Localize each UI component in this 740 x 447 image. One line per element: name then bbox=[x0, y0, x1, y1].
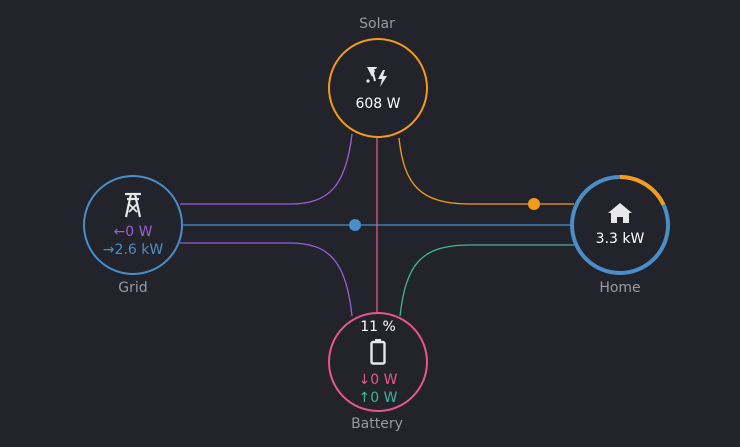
flow-line-grid-battery bbox=[180, 242, 353, 317]
home-power-value: 3.3 kW bbox=[595, 231, 645, 247]
transmission-tower-icon bbox=[124, 192, 142, 218]
flow-dot-grid-home bbox=[349, 219, 361, 231]
home-ring bbox=[570, 175, 670, 275]
home-label: Home bbox=[599, 280, 641, 296]
grid-node[interactable]: ←0 W →2.6 kW bbox=[83, 175, 183, 275]
flow-line-battery-home bbox=[399, 244, 574, 317]
home-node[interactable]: 3.3 kW bbox=[570, 175, 670, 275]
battery-in-value: 0 W bbox=[370, 371, 398, 388]
grid-export-value: 0 W bbox=[125, 224, 153, 240]
battery-soc-value: 11 % bbox=[360, 318, 396, 335]
battery-out-value: 0 W bbox=[370, 389, 398, 406]
battery-label: Battery bbox=[351, 416, 403, 432]
solar-power-value: 608 W bbox=[355, 95, 401, 112]
flow-line-solar-grid bbox=[180, 133, 353, 205]
flow-line-solar-home bbox=[398, 137, 574, 205]
battery-out-arrow-icon: ↑ bbox=[358, 389, 371, 406]
flow-dot-solar-home bbox=[528, 198, 540, 210]
grid-label: Grid bbox=[118, 280, 148, 296]
grid-import-value: 2.6 kW bbox=[114, 242, 164, 258]
battery-out-row: ↑0 W bbox=[359, 389, 398, 407]
battery-node[interactable]: 11 % ↓0 W ↑0 W bbox=[328, 312, 428, 412]
grid-import-arrow-icon: → bbox=[102, 242, 115, 258]
solar-power-icon bbox=[366, 66, 387, 87]
home-ring-solar-segment bbox=[570, 175, 670, 275]
battery-in-row: ↓0 W bbox=[359, 371, 398, 389]
solar-node[interactable]: 608 W bbox=[328, 38, 428, 138]
battery-in-arrow-icon: ↓ bbox=[358, 371, 371, 388]
grid-export-arrow-icon: ← bbox=[113, 224, 126, 240]
battery-low-icon bbox=[370, 338, 386, 365]
solar-label: Solar bbox=[359, 16, 395, 32]
grid-import-row: →2.6 kW bbox=[103, 241, 163, 259]
grid-export-row: ←0 W bbox=[114, 223, 153, 241]
home-icon bbox=[607, 203, 632, 223]
